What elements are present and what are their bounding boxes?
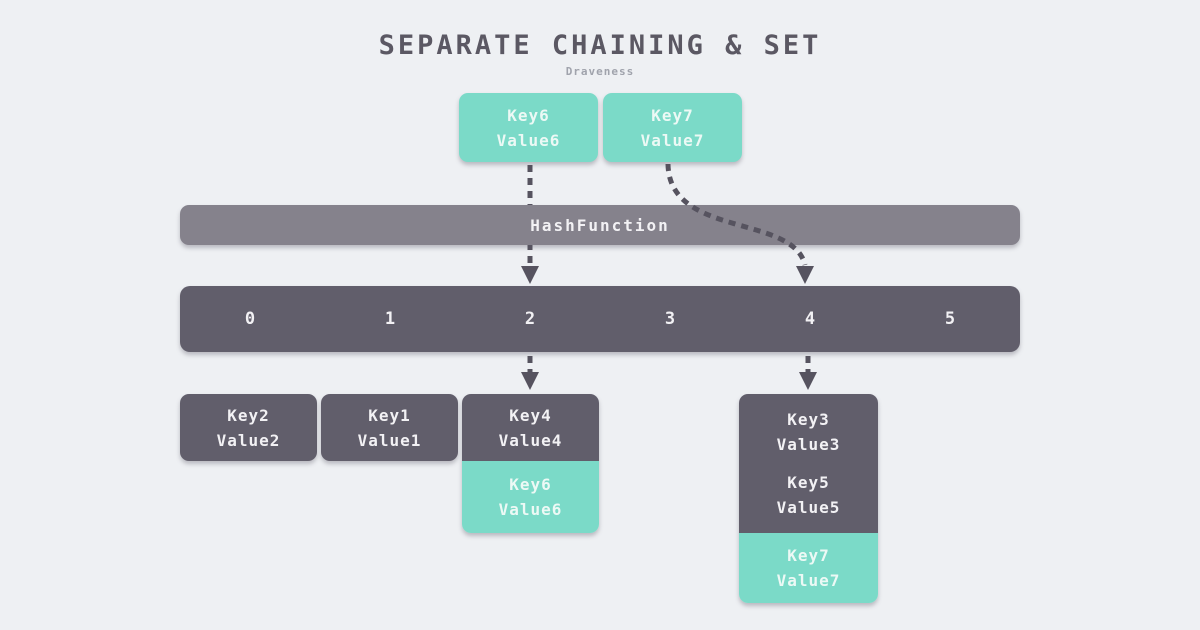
chain-bucket4-existing-entries: Key3 Value3 Key5 Value5 [739, 394, 878, 533]
chain-bucket4-entry-key3: Key3 Value3 [739, 407, 878, 457]
value1-label: Value1 [357, 430, 422, 450]
value3-label: Value3 [776, 435, 841, 454]
key1-label: Key1 [368, 405, 411, 425]
chain-bucket2-entry-key6-new: Key6 Value6 [462, 461, 599, 533]
chain-key6-label: Key6 [509, 475, 552, 494]
arrow-bucket2-to-chain [521, 356, 539, 390]
chain-value7-label: Value7 [776, 571, 841, 590]
bucket-cell-5: 5 [944, 309, 956, 329]
bucket-cell-3: 3 [664, 309, 676, 329]
chain-bucket0-entry-key2: Key2 Value2 [180, 394, 317, 461]
incoming-value7-label: Value7 [640, 130, 705, 150]
chain-bucket2-entry-key4: Key4 Value4 [462, 394, 599, 461]
bucket-array: 0 1 2 3 4 5 [180, 286, 1020, 352]
value2-label: Value2 [216, 430, 281, 450]
bucket-cell-4: 4 [804, 309, 816, 329]
chain-bucket2: Key4 Value4 Key6 Value6 [462, 394, 599, 533]
incoming-value6-label: Value6 [496, 130, 561, 150]
chain-key7-label: Key7 [787, 546, 830, 565]
value4-label: Value4 [498, 430, 563, 450]
page-title: SEPARATE CHAINING & SET [378, 30, 822, 61]
key3-label: Key3 [787, 410, 830, 429]
key2-label: Key2 [227, 405, 270, 425]
incoming-key6-label: Key6 [507, 105, 550, 125]
bucket-cell-1: 1 [384, 309, 396, 329]
hash-function-bar: HashFunction [180, 205, 1020, 245]
value5-label: Value5 [776, 498, 841, 517]
chain-bucket4-entry-key5: Key5 Value5 [739, 470, 878, 520]
bucket-cell-0: 0 [244, 309, 256, 329]
chain-bucket4: Key3 Value3 Key5 Value5 Key7 Value7 [739, 394, 878, 603]
bucket-cell-2: 2 [524, 309, 536, 329]
chain-bucket4-entry-key7-new: Key7 Value7 [739, 533, 878, 603]
key5-label: Key5 [787, 473, 830, 492]
incoming-entry-key7: Key7 Value7 [603, 93, 742, 162]
incoming-key7-label: Key7 [651, 105, 694, 125]
arrow-bucket4-to-chain [799, 356, 817, 390]
key4-label: Key4 [509, 405, 552, 425]
hash-function-label: HashFunction [530, 215, 670, 235]
chain-bucket1-entry-key1: Key1 Value1 [321, 394, 458, 461]
chain-value6-label: Value6 [498, 500, 563, 519]
page-subtitle: Draveness [565, 65, 635, 78]
incoming-entry-key6: Key6 Value6 [459, 93, 598, 162]
